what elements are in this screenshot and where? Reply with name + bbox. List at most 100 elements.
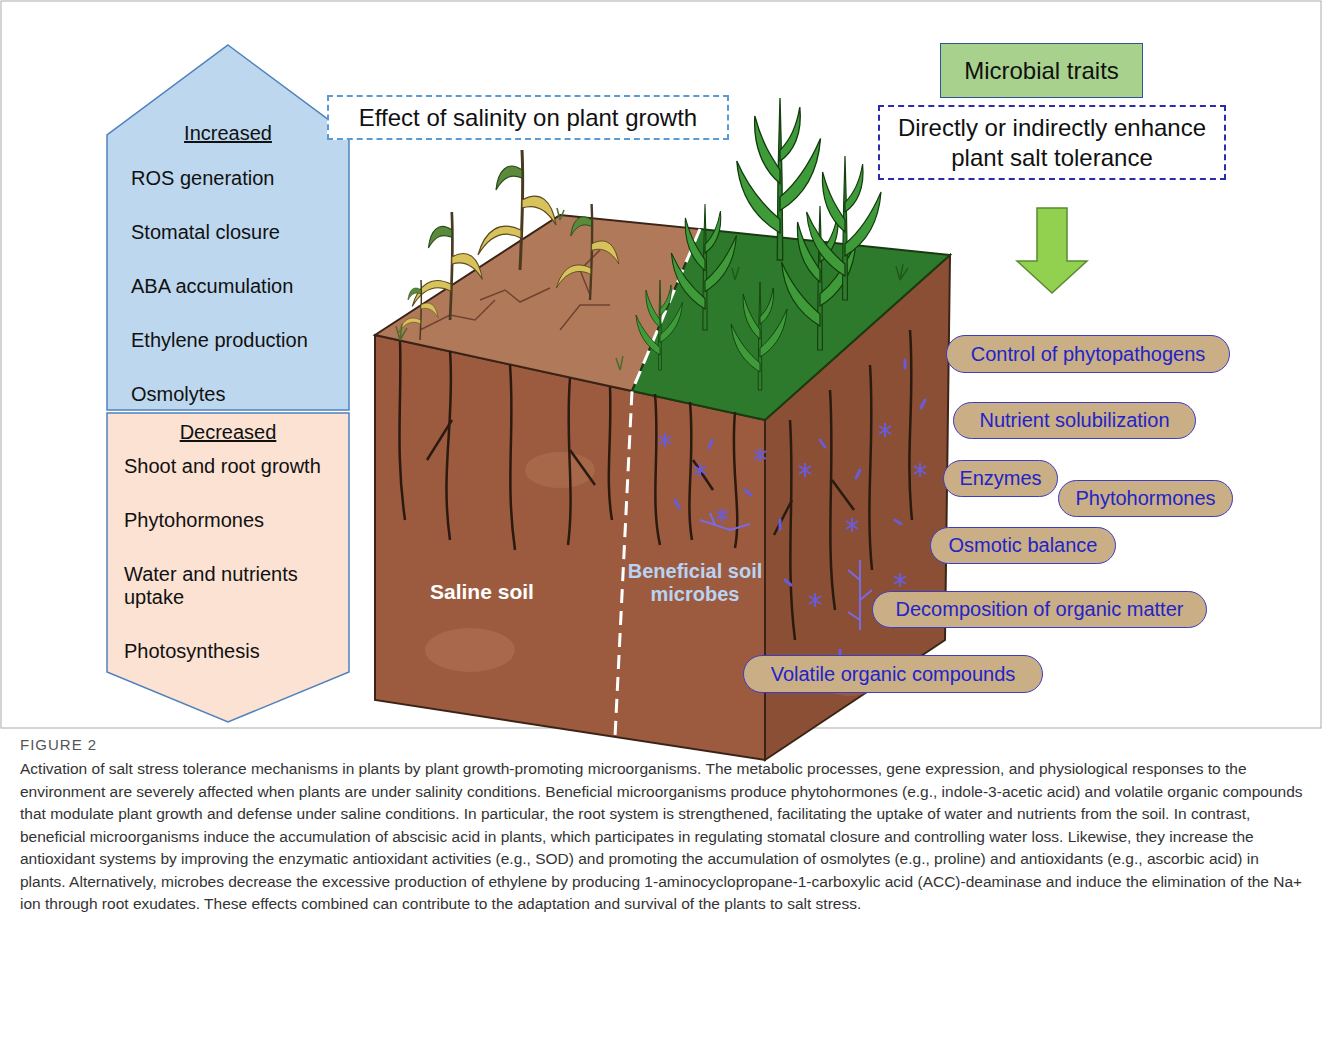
plant-roots-part <box>909 330 912 520</box>
box-text-group: Nutrient solubilization <box>979 409 1169 432</box>
box-text-group: Decomposition of organic matter <box>896 598 1184 621</box>
healthy-plants-part-part <box>732 267 739 280</box>
microbes-part-part <box>848 560 872 630</box>
trait-label: Phytohormones <box>1075 487 1215 510</box>
statement-box: Directly or indirectly enhance plant sal… <box>878 105 1226 180</box>
healthy-plants-part <box>807 156 881 300</box>
soil-label: Saline soil <box>430 580 580 604</box>
box-text-group: Effect of salinity on plant growth <box>351 103 705 133</box>
trait-oval: Volatile organic compounds <box>743 655 1043 693</box>
box-text-group: Directly or indirectly enhance plant sal… <box>880 113 1224 173</box>
box-text-group: Osmotic balance <box>949 534 1098 557</box>
withered-plants-part <box>478 150 556 270</box>
microbes-part <box>754 448 766 462</box>
box-label: Microbial traits <box>964 57 1119 85</box>
healthy-plants-part <box>731 282 787 390</box>
plant-roots <box>399 330 912 640</box>
soil-block-part-part <box>480 288 550 302</box>
withered-plants <box>396 150 623 370</box>
plant-roots-part <box>446 351 451 540</box>
microbes-part <box>799 463 811 477</box>
plant-roots-part <box>427 420 452 460</box>
trait-label: Enzymes <box>959 467 1041 490</box>
withered-plants-part <box>396 208 623 370</box>
trait-oval: Osmotic balance <box>930 527 1116 564</box>
band-item: Osmolytes <box>107 383 349 406</box>
healthy-plants-part-part <box>896 264 908 280</box>
decreased-band: DecreasedShoot and root growthPhytohormo… <box>107 413 349 722</box>
plant-roots-part <box>570 450 595 485</box>
plant-roots-part <box>693 460 713 490</box>
microbes-part-part <box>709 440 712 448</box>
microbes-part-part <box>675 500 679 508</box>
band-item: ABA accumulation <box>107 275 349 298</box>
trait-label: Control of phytopathogens <box>971 343 1206 366</box>
band-item: Stomatal closure <box>107 221 349 244</box>
figure-number: FIGURE 2 <box>20 736 220 754</box>
plant-roots-part <box>832 480 854 510</box>
healthy-plants-part <box>737 98 821 260</box>
trait-label: Decomposition of organic matter <box>896 598 1184 621</box>
band-item: ROS generation <box>107 167 349 190</box>
trait-oval: Phytohormones <box>1058 480 1233 517</box>
withered-plants-part-part <box>557 208 564 220</box>
microbes-part-part <box>921 400 925 408</box>
increased-band: IncreasedROS generationStomatal closureA… <box>107 45 349 410</box>
plant-roots-part <box>689 402 692 540</box>
healthy-plants <box>636 98 908 390</box>
microbes-part-part <box>856 470 860 478</box>
band-text-column: DecreasedShoot and root growthPhytohormo… <box>107 413 349 663</box>
withered-plants-part-part <box>616 356 623 370</box>
plant-roots-part <box>830 390 835 610</box>
withered-plants-part-part <box>396 324 407 340</box>
microbes-part-part <box>745 490 751 495</box>
withered-plants-part <box>556 204 618 300</box>
soil-label: Beneficial soil microbes <box>625 560 765 606</box>
trait-label: Osmotic balance <box>949 534 1098 557</box>
microbes-part <box>894 573 906 587</box>
band-item: Photosynthesis <box>107 640 349 663</box>
microbes-part <box>914 463 926 477</box>
plant-roots-part <box>568 378 571 545</box>
box-text-group: Phytohormones <box>1075 487 1215 510</box>
trait-label: Nutrient solubilization <box>979 409 1169 432</box>
microbes-part <box>846 518 858 532</box>
microbes-part-part <box>779 520 782 529</box>
trait-label: Volatile organic compounds <box>771 663 1016 686</box>
traits-box: Microbial traits <box>940 43 1143 98</box>
healthy-plants-part <box>636 280 683 370</box>
soil-block-part-part <box>560 305 610 330</box>
heading-box: Effect of salinity on plant growth <box>327 95 729 140</box>
plant-roots-part <box>399 341 405 520</box>
microbes-part <box>716 508 728 522</box>
soil-block-part <box>425 628 515 672</box>
band-shape <box>107 413 349 722</box>
healthy-plants-part <box>671 204 736 330</box>
band-item: Shoot and root growth <box>107 455 349 478</box>
band-item: Phytohormones <box>107 509 349 532</box>
soil-block-part <box>615 229 700 737</box>
microbes-part <box>879 423 891 437</box>
microbes-part-part <box>820 440 825 447</box>
box-label: Effect of salinity on plant growth <box>359 103 697 133</box>
withered-plants-part <box>412 212 482 320</box>
microbes-part-part <box>895 520 901 524</box>
microbes-part <box>809 593 821 607</box>
box-text-group: Enzymes <box>959 467 1041 490</box>
plant-roots-part <box>774 500 792 535</box>
band-shape <box>107 45 349 410</box>
box-text-group: Microbial traits <box>964 57 1119 85</box>
box-text-group: Volatile organic compounds <box>771 663 1016 686</box>
box-label: Directly or indirectly enhance plant sal… <box>888 113 1216 173</box>
figure-caption: Activation of salt stress tolerance mech… <box>20 758 1305 916</box>
soil-block-part <box>632 229 950 420</box>
block-arrow <box>1017 208 1087 293</box>
trait-oval: Enzymes <box>943 460 1058 497</box>
healthy-plants-part <box>732 264 908 280</box>
plant-roots-part <box>609 387 612 520</box>
band-heading: Increased <box>107 122 349 145</box>
trait-oval: Nutrient solubilization <box>953 402 1196 439</box>
band-heading: Decreased <box>107 421 349 444</box>
trait-oval: Control of phytopathogens <box>946 335 1230 373</box>
